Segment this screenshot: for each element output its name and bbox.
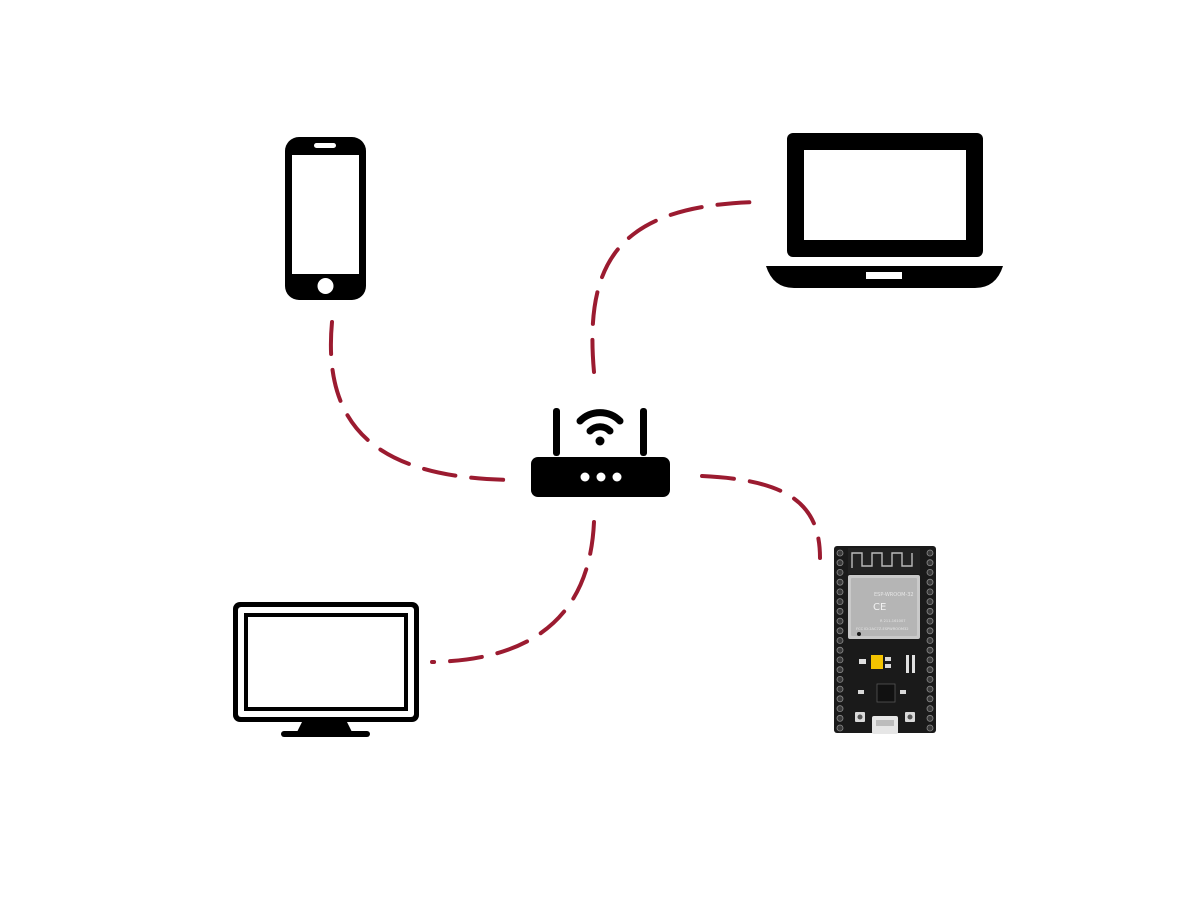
header-pin [926,646,934,654]
link-router-laptop [590,200,758,374]
link-router-esp32 [700,474,822,560]
header-pin [926,559,934,567]
ce-mark-icon: CE [873,602,886,613]
header-pin [926,578,934,586]
header-pin [926,714,934,722]
header-pin [836,714,844,722]
header-pin [926,569,934,576]
connection-links [328,200,822,664]
header-pin [926,598,934,605]
laptop-icon [766,133,1003,288]
header-pin [836,666,844,674]
header-pin [836,646,844,654]
header-pin [836,588,844,596]
header-pin [836,549,844,557]
code-label: R 211-161007 [880,619,906,623]
header-pin [836,705,844,712]
header-pin [836,598,844,605]
header-pin [836,656,844,664]
header-pin [926,685,934,693]
header-pin [836,685,844,693]
smartphone-icon [285,137,366,300]
header-pin [926,549,934,557]
module-label: ESP-WROOM-32 [874,592,914,598]
header-pin [926,705,934,712]
header-pin [836,578,844,586]
header-pin [926,607,934,615]
television-icon [233,602,419,737]
header-pin [926,695,934,703]
header-pin [926,617,934,625]
header-pin [836,627,844,635]
header-pin [836,559,844,567]
esp32-board-icon: ESP-WROOM-32 CE FCC ID:2AC7Z-ESPWROOM32 … [834,546,936,734]
header-pin [926,627,934,635]
header-pin [836,724,844,732]
header-pin [836,637,844,644]
wifi-router-icon [531,408,670,497]
header-pin [926,637,934,644]
header-pin [836,695,844,703]
link-router-smartphone [328,320,514,482]
header-pin [926,588,934,596]
header-pin [836,617,844,625]
header-pin [926,676,934,683]
link-router-television [430,520,596,664]
fcc-label: FCC ID:2AC7Z-ESPWROOM32 [856,627,909,631]
header-pin [836,569,844,576]
header-pin [836,607,844,615]
header-pin [926,724,934,732]
header-pin [836,676,844,683]
header-pin [926,656,934,664]
header-pin [926,666,934,674]
